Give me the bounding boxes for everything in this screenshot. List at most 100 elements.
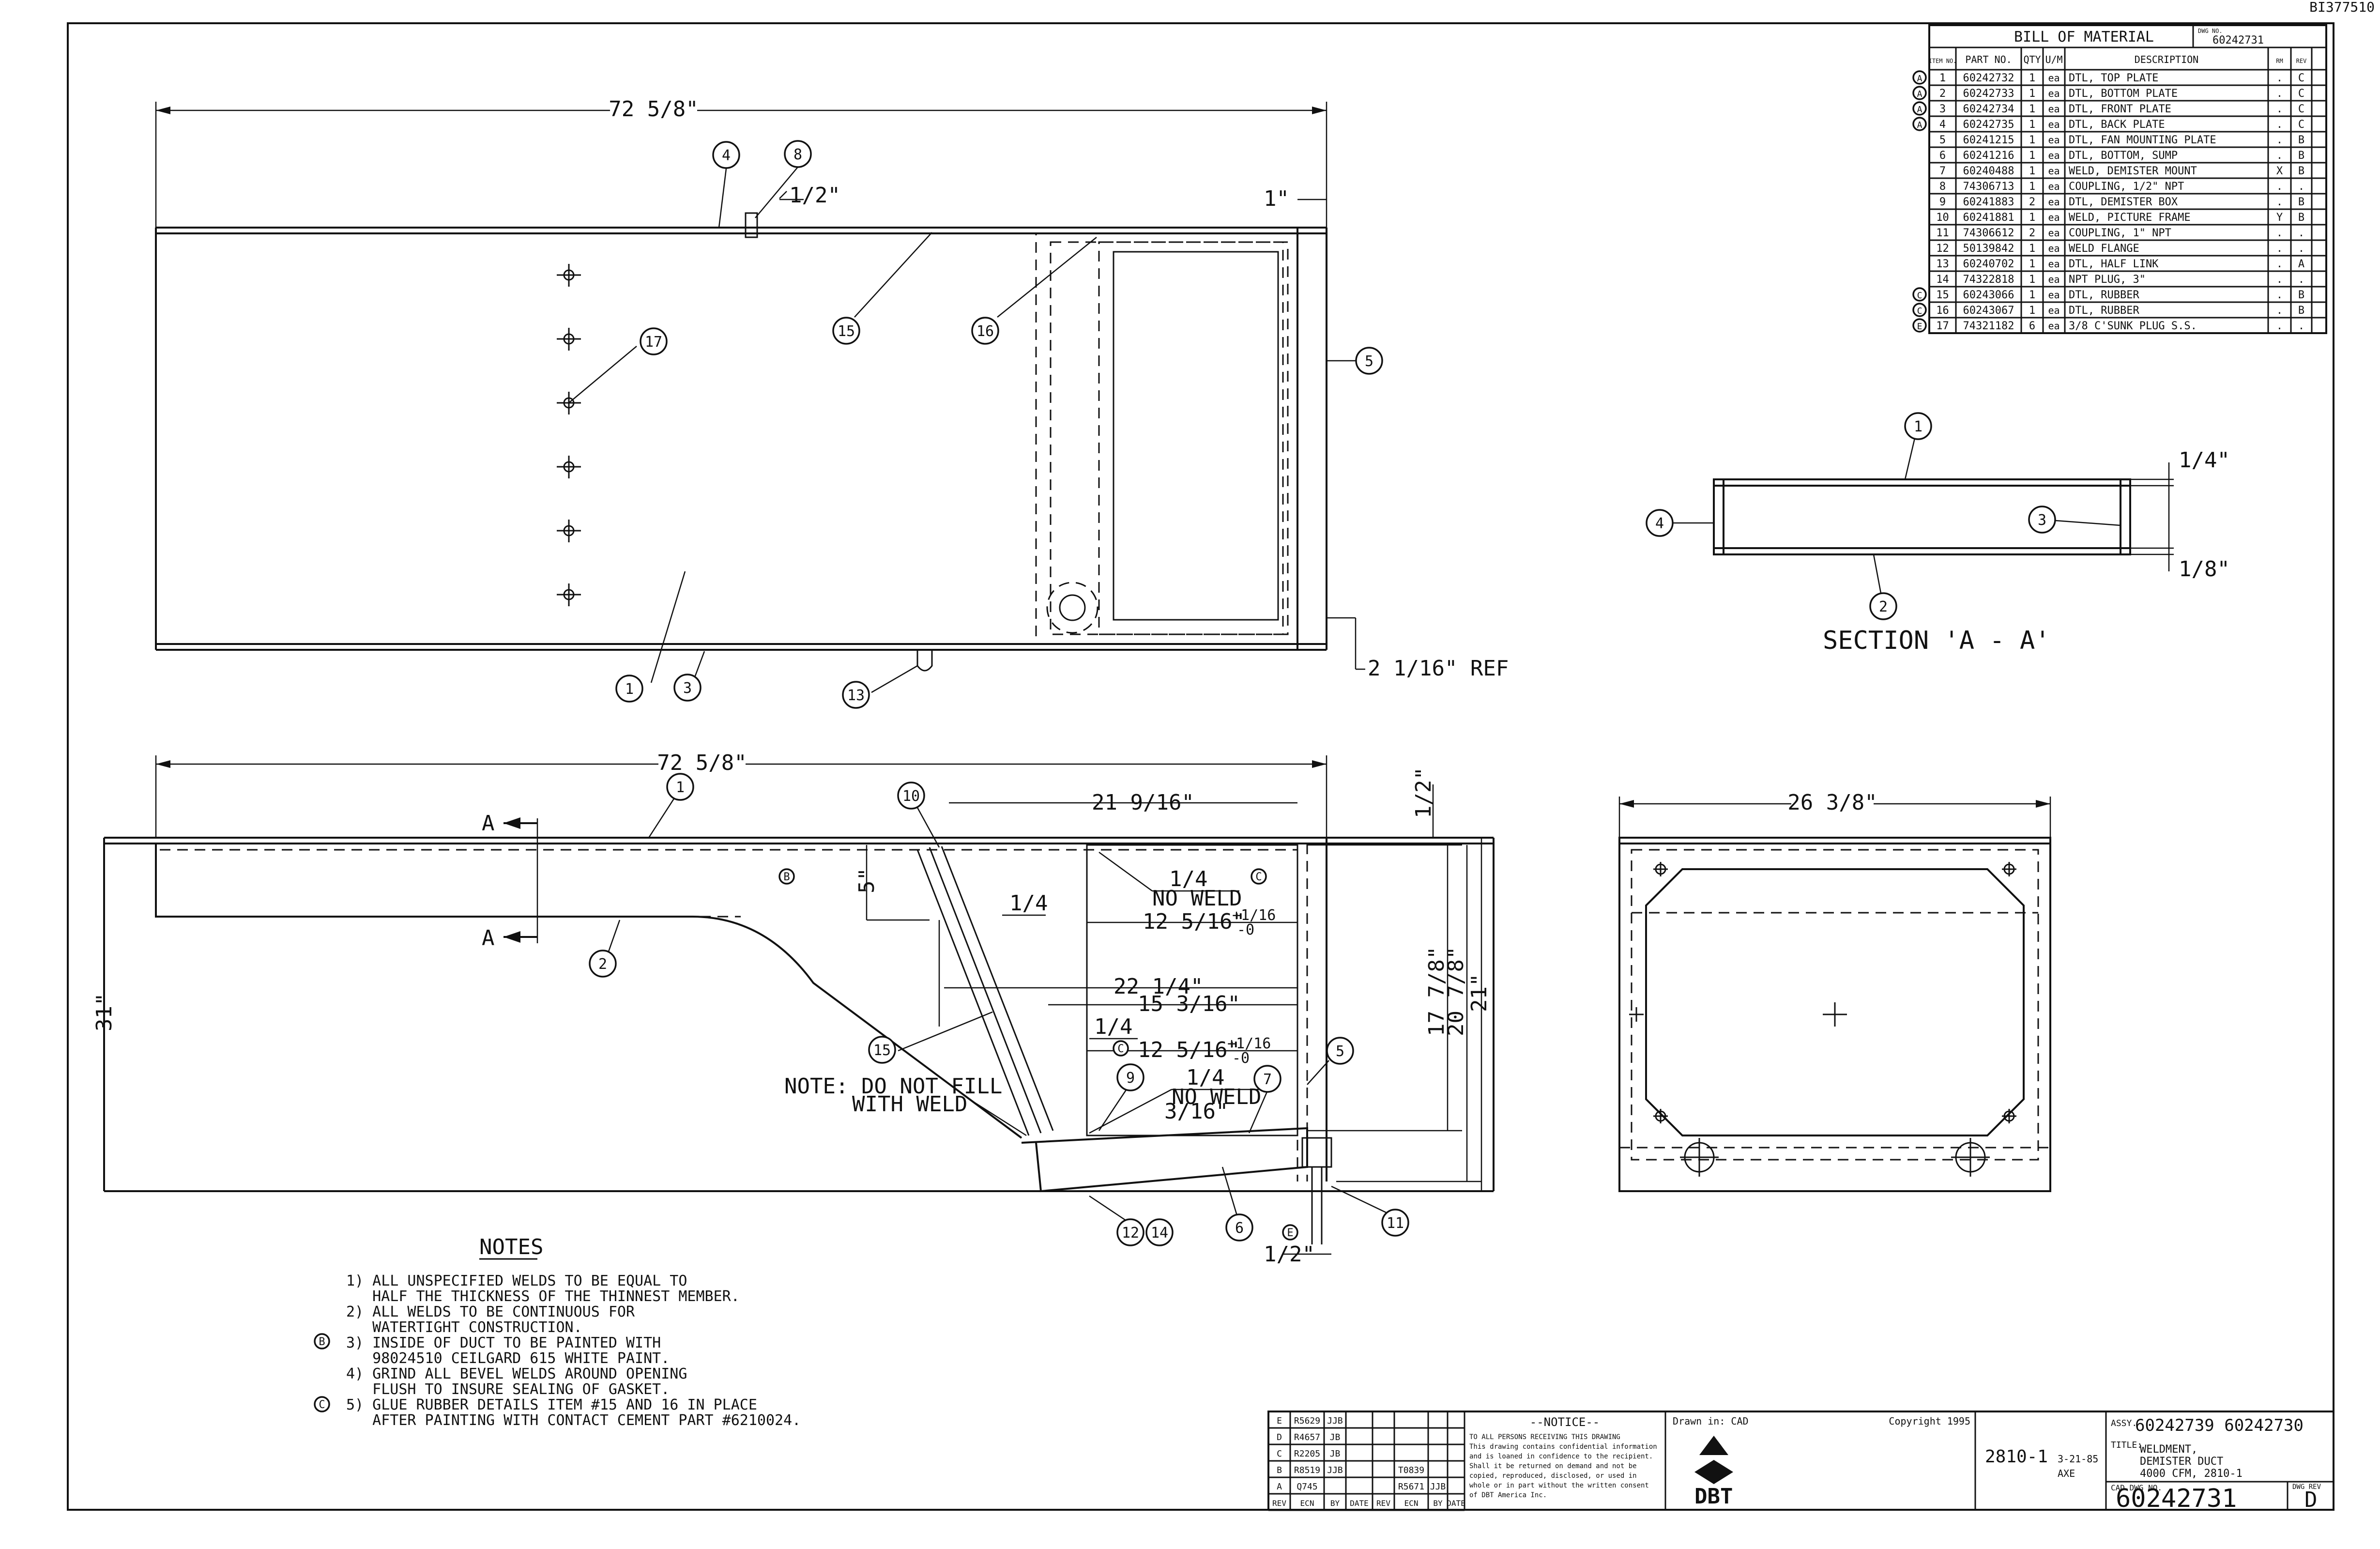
top-view-length-dim: 72 5/8" [609,97,698,122]
weld-symbol-1: 1/4 [1169,867,1207,891]
bom-item: 9 [1939,196,1946,208]
dim-12-5-16-a: 12 5/16" [1143,909,1245,934]
bom-um: ea [2048,212,2060,223]
front-bubble-6: 6 [1225,1213,1253,1242]
bom-rev: B [2298,289,2304,301]
rev-cell: B [1277,1465,1282,1475]
bom-rev-flag: A [1917,105,1922,115]
bom-item: 8 [1939,181,1946,193]
bom-desc: COUPLING, 1" NPT [2069,227,2171,239]
bom-item: 6 [1939,150,1946,162]
bom-rev: A [2298,258,2304,270]
bom-qty: 1 [2029,119,2035,131]
rev-value: D [2304,1488,2318,1512]
no-weld-1: NO WELD [1152,886,1242,911]
bom-rm: . [2276,320,2283,332]
front-bubble-15: 15 [868,1036,896,1064]
bom-desc: WELD FLANGE [2069,243,2139,255]
section-mark-top: A [482,811,495,836]
bom-desc: WELD, DEMISTER MOUNT [2069,165,2197,177]
flag-b-1: B [778,868,795,885]
bom-rev: B [2298,305,2304,317]
title-line-3: 4000 CFM, 2810-1 [2140,1468,2243,1480]
note-line: FLUSH TO INSURE SEALING OF GASKET. [346,1381,670,1398]
dim-5: 5" [854,868,879,893]
bom-rm: . [2276,72,2283,84]
bom-qty: 1 [2029,103,2035,115]
bom-item: 17 [1936,320,1949,332]
callout-bubble-15: 15 [832,317,860,345]
svg-text:10: 10 [902,788,920,805]
bom-qty: 1 [2029,258,2035,270]
rev-cell: JJB [1327,1465,1343,1475]
note-line: AFTER PAINTING WITH CONTACT CEMENT PART … [346,1412,801,1429]
bom-rev-flag: E [1917,322,1922,332]
bom-item: 16 [1936,305,1949,317]
rev-header: ECN [1300,1499,1314,1508]
bom-desc: 3/8 C'SUNK PLUG S.S. [2069,320,2197,332]
bom-part: 60242732 [1963,72,2014,84]
svg-text:2: 2 [1879,598,1888,615]
bom-header-6: REV [2296,58,2307,64]
weld-symbol-2: 1/4 [1009,891,1048,916]
note-line: 2) ALL WELDS TO BE CONTINUOUS FOR [346,1304,635,1320]
bom-header-1: PART NO. [1965,54,2012,65]
bom-part: 60240488 [1963,165,2014,177]
bom-rm: . [2276,258,2283,270]
rev-header: REV [1272,1499,1286,1508]
bom-qty: 1 [2029,289,2035,301]
weld-symbol-3: 1/4 [1094,1014,1132,1039]
bom-rev-flag: C [1917,291,1922,301]
front-note-line1: NOTE: DO NOT FILL [784,1074,1002,1099]
dim-20-7-8: 20 7/8" [1444,947,1468,1036]
bom-um: ea [2048,258,2060,270]
title-line-2: DEMISTER DUCT [2140,1456,2223,1468]
bom-um: ea [2048,88,2060,99]
svg-text:7: 7 [1263,1071,1272,1088]
rev-cell: JB [1330,1432,1341,1442]
bom-qty: 1 [2029,134,2035,146]
bom-title: BILL OF MATERIAL [2014,29,2154,46]
assy-numbers: 60242739 60242730 [2135,1416,2304,1435]
svg-text:1: 1 [625,681,634,698]
rev-cell: R5671 [1398,1482,1424,1492]
end-view-width-dim: 26 3/8" [1787,790,1877,815]
svg-text:B: B [783,871,790,883]
section-bottom-dim: 1/8" [2179,557,2230,582]
bom-rev: C [2298,88,2304,100]
bom-um: ea [2048,320,2060,332]
notice-line: of DBT America Inc. [1469,1491,1547,1499]
bom-rm: . [2276,134,2283,146]
bom-rev: B [2298,196,2304,208]
bom-dwg-label: DWG NO. [2198,28,2223,34]
callout-bubble-16: 16 [971,317,999,345]
bom-rm: Y [2276,212,2283,224]
bom-item: 13 [1936,258,1949,270]
sheet-border [67,22,2334,1511]
bom-dwg-number: 60242731 [2212,34,2264,46]
copyright: Copyright 1995 [1889,1415,1970,1427]
bom-um: ea [2048,150,2060,161]
bom-qty: 2 [2029,196,2035,208]
front-bubble-9: 9 [1116,1063,1144,1091]
callout-bubble-13: 13 [842,681,870,709]
notice-line: Shall it be returned on demand and not b… [1469,1462,1637,1470]
bom-um: ea [2048,165,2060,177]
front-bubble-10: 10 [897,782,925,810]
bom-item: 12 [1936,243,1949,255]
tol-b-minus: -0 [1232,1050,1250,1067]
top-ref-dim: 2 1/16" REF [1368,656,1509,681]
bom-rev: . [2298,274,2304,286]
section-bubble-2: 2 [1869,592,1897,620]
bom-um: ea [2048,274,2060,285]
svg-text:9: 9 [1126,1070,1135,1087]
